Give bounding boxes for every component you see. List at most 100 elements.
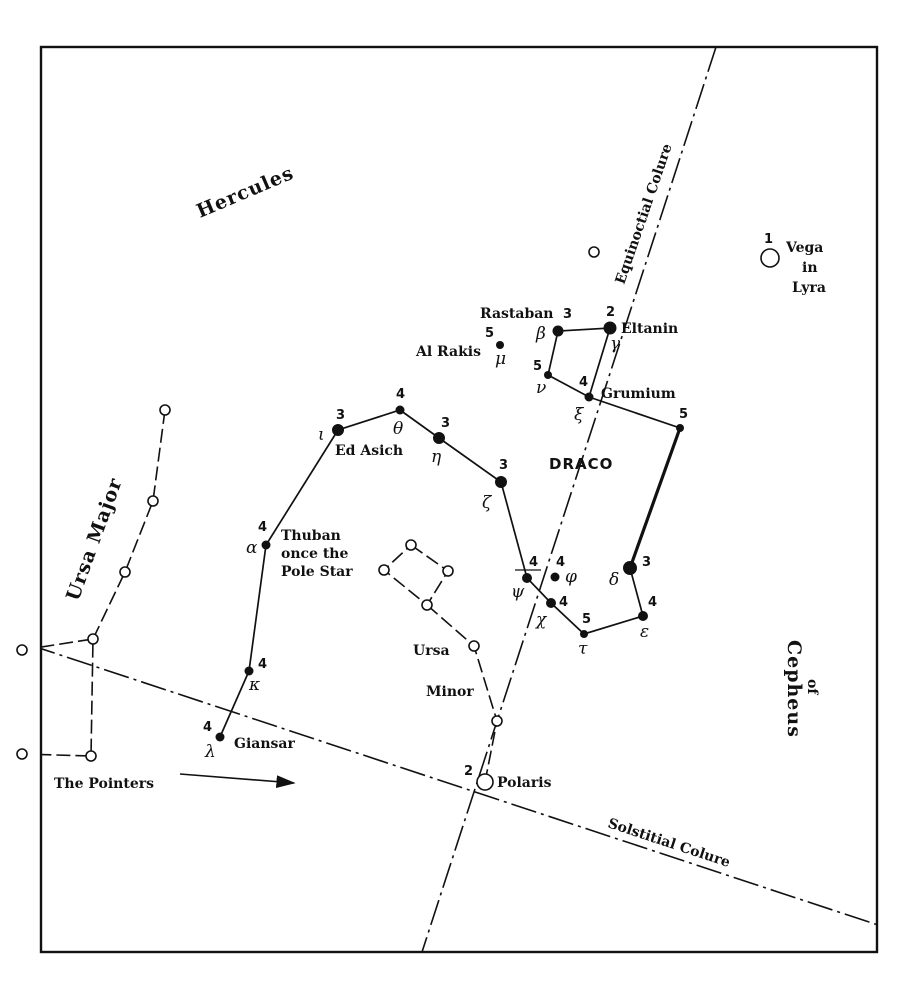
phi-magnitude: 4 xyxy=(556,555,565,570)
theta-greek: θ xyxy=(393,419,403,439)
ursa-minor-star xyxy=(405,539,417,551)
eltanin-magnitude: 2 xyxy=(606,305,615,320)
thuban-name-line2: once the xyxy=(281,546,348,562)
grumium-magnitude: 4 xyxy=(579,375,588,390)
nu-greek: ν xyxy=(536,378,546,398)
ursa-minor-star xyxy=(442,565,454,577)
phi-greek: φ xyxy=(565,567,577,587)
phi-star xyxy=(550,572,560,582)
theta-magnitude: 4 xyxy=(396,387,405,402)
rastaban-greek: β xyxy=(535,324,546,344)
kappa-star xyxy=(244,666,254,676)
delta-magnitude: 3 xyxy=(642,555,651,570)
ed-asich-name: Ed Asich xyxy=(335,443,403,459)
grumium-name: Grumium xyxy=(601,386,676,402)
ed-asich-greek: ι xyxy=(318,425,325,445)
draco-stars xyxy=(215,321,684,742)
chi-star xyxy=(546,598,556,608)
hercules-label: Hercules xyxy=(193,162,297,223)
epsilon-magnitude: 4 xyxy=(648,595,657,610)
eta-star xyxy=(433,432,445,444)
chi-magnitude: 4 xyxy=(559,595,568,610)
grumium-star xyxy=(584,392,594,402)
polaris-star xyxy=(476,773,494,791)
giansar-name: Giansar xyxy=(234,736,295,752)
rastaban-magnitude: 3 xyxy=(563,307,572,322)
draco-label: DRACO xyxy=(549,455,613,473)
tau-greek: τ xyxy=(578,639,588,659)
thuban-name-line3: Pole Star xyxy=(281,564,353,580)
psi-greek: ψ xyxy=(511,582,525,602)
al-rakis-name: Al Rakis xyxy=(415,344,481,360)
eltanin-name: Eltanin xyxy=(621,321,678,337)
eltanin-star xyxy=(603,321,617,335)
psi-star xyxy=(522,573,532,583)
giansar-magnitude: 4 xyxy=(203,720,212,735)
ursa-major-star xyxy=(119,566,131,578)
chi-greek: χ xyxy=(535,610,548,630)
thuban-star xyxy=(261,540,271,550)
omega-magnitude: 5 xyxy=(679,407,688,422)
thuban-greek: α xyxy=(246,538,258,558)
nu-magnitude: 5 xyxy=(533,359,542,374)
zeta-star xyxy=(495,476,507,488)
pointers-label: The Pointers xyxy=(54,776,154,792)
ursa-major-star xyxy=(147,495,159,507)
ursa-minor-label-line2: Minor xyxy=(426,684,474,700)
vega-magnitude: 1 xyxy=(764,232,773,247)
ursa-minor-star xyxy=(421,599,433,611)
eltanin-greek: γ xyxy=(610,334,621,354)
polaris-magnitude: 2 xyxy=(464,764,473,779)
ursa-minor-stars xyxy=(378,539,503,791)
grumium-greek: ξ xyxy=(574,405,585,425)
giansar-greek: λ xyxy=(204,742,216,762)
giansar-star xyxy=(215,732,225,742)
ursa-minor-star xyxy=(468,640,480,652)
unnamed-open-star xyxy=(588,246,600,258)
ursa-minor-star xyxy=(491,715,503,727)
ed-asich-magnitude: 3 xyxy=(336,408,345,423)
ursa-minor-label-line1: Ursa xyxy=(413,643,450,659)
ursa-minor-figure xyxy=(382,544,498,783)
ursa-major-star xyxy=(159,404,171,416)
cepheus-label: Cepheus xyxy=(783,640,805,738)
chart-frame xyxy=(39,45,879,954)
ursa-major-figure xyxy=(41,409,166,757)
vega-label-line1: Vega xyxy=(785,240,823,256)
delta-star xyxy=(623,561,637,575)
vega-label-line3: Lyra xyxy=(792,280,826,296)
vega-star xyxy=(760,248,780,268)
tau-magnitude: 5 xyxy=(582,612,591,627)
theta-star xyxy=(395,405,405,415)
al-rakis-magnitude: 5 xyxy=(485,326,494,341)
solstitial-colure-label: Solstitial Colure xyxy=(606,816,732,871)
nu-star xyxy=(544,371,552,379)
draco-figure xyxy=(219,327,682,738)
zeta-magnitude: 3 xyxy=(499,458,508,473)
kappa-magnitude: 4 xyxy=(258,657,267,672)
kappa-greek: κ xyxy=(248,675,260,695)
ursa-major-star xyxy=(16,748,28,760)
ursa-major-star xyxy=(85,750,97,762)
equinoctial-colure-line xyxy=(421,47,717,952)
eta-magnitude: 3 xyxy=(441,416,450,431)
solstitial-colure-line xyxy=(41,647,877,926)
ursa-major-stars xyxy=(16,404,171,762)
ursa-major-star xyxy=(87,633,99,645)
cepheus-of-label: of xyxy=(804,679,820,695)
ursa-minor-star xyxy=(378,564,390,576)
ursa-major-star xyxy=(16,644,28,656)
epsilon-greek: ε xyxy=(640,622,649,642)
al-rakis-star xyxy=(496,341,504,349)
ursa-major-label: Ursa Major xyxy=(62,475,127,604)
tau-star xyxy=(580,630,588,638)
ed-asich-star xyxy=(332,424,344,436)
eta-greek: η xyxy=(431,447,442,467)
epsilon-star xyxy=(638,611,648,621)
psi-magnitude: 4 xyxy=(529,555,538,570)
rastaban-name: Rastaban xyxy=(480,306,554,322)
delta-greek: δ xyxy=(609,570,619,590)
al-rakis-greek: μ xyxy=(495,349,506,369)
omega-star xyxy=(676,424,684,432)
